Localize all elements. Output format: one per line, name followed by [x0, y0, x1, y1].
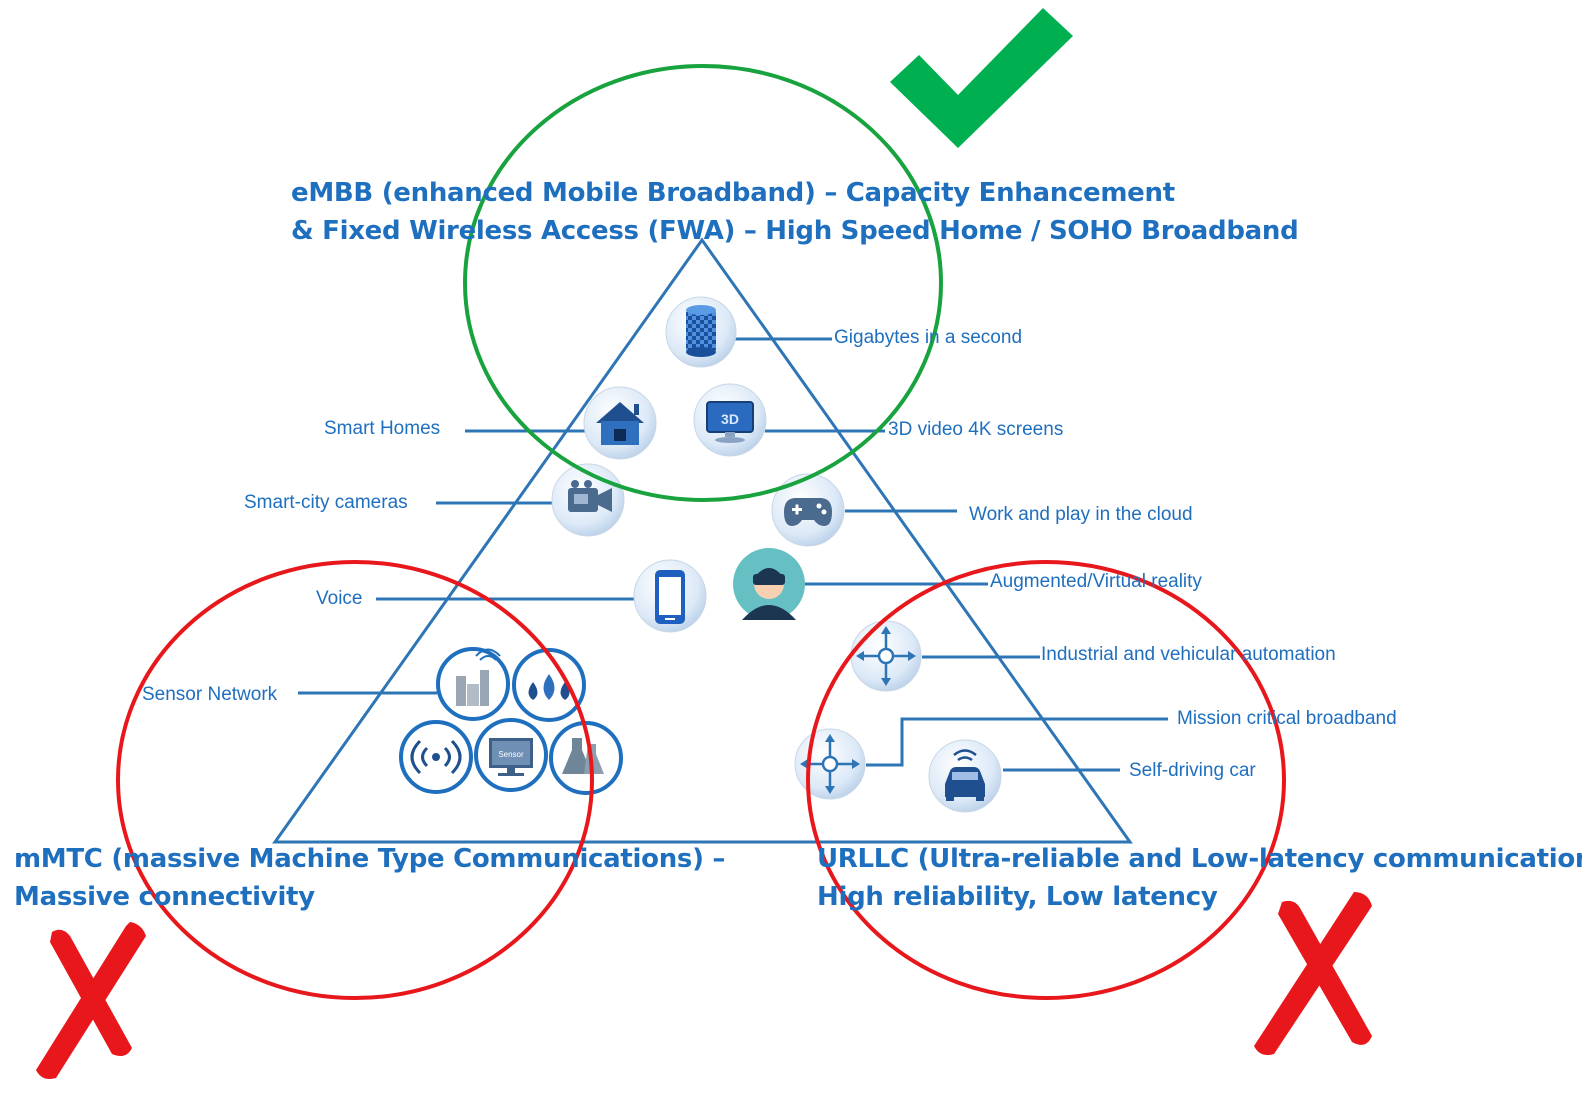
mission-critical-icon [794, 728, 866, 800]
connector-mission-critical [866, 717, 1168, 767]
mmtc-highlight-circle [116, 560, 594, 1000]
tv-3d-icon: 3D [693, 383, 767, 457]
label-3d-video: 3D video 4K screens [888, 419, 1064, 440]
database-icon [665, 296, 737, 368]
checkmark-icon [890, 8, 1073, 148]
smart-home-icon [583, 386, 657, 460]
label-voice: Voice [316, 588, 363, 609]
urllc-title-line2: High reliability, Low latency [817, 882, 1218, 912]
wireless-signal-icon [399, 720, 473, 794]
urllc-highlight-circle [806, 560, 1286, 1000]
sensor-badge: Sensor [498, 750, 524, 759]
label-sensor-network: Sensor Network [142, 684, 278, 705]
game-controller-icon [771, 473, 845, 547]
cross-mark-left-icon [36, 922, 146, 1079]
label-self-driving-car: Self-driving car [1129, 760, 1256, 781]
water-drops-icon [512, 648, 586, 722]
smartphone-icon [633, 559, 707, 633]
smart-building-icon [436, 647, 510, 721]
sensor-monitor-icon: Sensor [474, 718, 548, 792]
connector-lines [298, 337, 1168, 772]
label-cloud: Work and play in the cloud [969, 504, 1193, 525]
label-smart-homes: Smart Homes [324, 418, 441, 439]
cross-mark-right-icon [1254, 892, 1372, 1055]
label-mission-critical: Mission critical broadband [1177, 708, 1397, 729]
vr-headset-icon [733, 548, 805, 620]
self-driving-car-icon [928, 739, 1002, 813]
tv-3d-badge: 3D [721, 411, 739, 427]
mmtc-title-line1: mMTC (massive Machine Type Communication… [14, 844, 726, 874]
sensor-network-icons: Sensor [399, 647, 623, 795]
urllc-title-line1: URLLC (Ultra-reliable and Low-latency co… [817, 844, 1582, 874]
industrial-automation-icon [850, 620, 922, 692]
label-ar-vr: Augmented/Virtual reality [990, 571, 1202, 592]
lab-flask-icon [549, 721, 623, 795]
label-industrial-automation: Industrial and vehicular automation [1041, 644, 1336, 665]
embb-title-line2: & Fixed Wireless Access (FWA) – High Spe… [291, 216, 1299, 246]
embb-highlight-circle [463, 64, 943, 502]
embb-title-line1: eMBB (enhanced Mobile Broadband) – Capac… [291, 178, 1175, 208]
service-triangle [272, 237, 1133, 844]
label-smart-city-cameras: Smart-city cameras [244, 492, 408, 513]
mmtc-title-line2: Massive connectivity [14, 882, 315, 912]
label-gigabytes: Gigabytes in a second [834, 327, 1023, 348]
